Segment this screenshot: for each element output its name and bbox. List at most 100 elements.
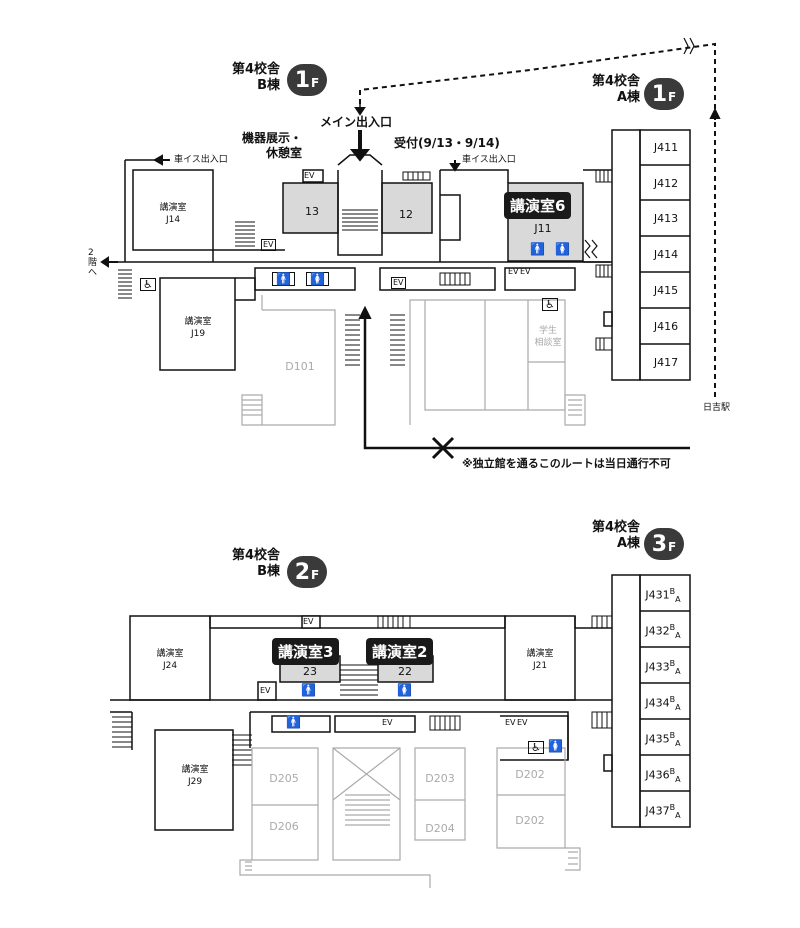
room-suffix-b: B (669, 731, 676, 740)
room-suffix-a: A (675, 810, 681, 820)
room-suffix-a: A (675, 738, 681, 748)
route-closed-notice: ※独立館を通るこのルートは当日通行不可 (462, 457, 671, 470)
room-number: J436 (645, 768, 670, 782)
restroom-icon: 🚺 (397, 683, 412, 697)
room-j11: J11 (534, 222, 552, 235)
room-j411: J411 (653, 141, 679, 154)
a-building-label-1: 第4校舎 (591, 520, 640, 535)
a-building-3f-name: 第4校舎 A棟 (572, 520, 640, 552)
main-entrance-label: メイン出入口 (320, 115, 393, 129)
b-building-label-1: 第4校舎 (231, 62, 280, 77)
a-building-label-1: 第4校舎 (591, 74, 640, 89)
room-j433: J433BA (645, 659, 681, 676)
room-suffix-b: B (669, 767, 676, 776)
b-building-label-1: 第4校舎 (231, 548, 280, 563)
student-room-label-2: 相談室 (534, 338, 562, 348)
room-22: 22 (398, 665, 412, 678)
ev-label: EV (508, 267, 519, 276)
room-j24: 講演室 J24 (140, 648, 200, 672)
restroom-icon: 🚹 (272, 272, 295, 286)
room-d204: D204 (425, 822, 455, 835)
room-number: J14 (165, 215, 181, 225)
room-number: J433 (645, 660, 670, 674)
room-type: 講演室 (526, 649, 554, 659)
ev-label: EV (261, 239, 276, 251)
restroom-icon: 🚹 (530, 242, 545, 256)
room-13: 13 (305, 205, 319, 218)
room-d202-lower: D202 (515, 814, 545, 827)
room-j412: J412 (653, 177, 679, 190)
lecture-room-3-highlight: 講演室3 (272, 638, 340, 665)
accessible-restroom-icon: ♿ (140, 278, 156, 291)
student-counseling-room: 学生相談室 (528, 325, 568, 349)
room-j434: J434BA (645, 695, 681, 712)
room-j416: J416 (653, 320, 679, 333)
room-type: 講演室 (159, 203, 187, 213)
room-j437: J437BA (645, 803, 681, 820)
room-j415: J415 (653, 284, 679, 297)
room-suffix-a: A (675, 666, 681, 676)
accessible-restroom-icon: ♿ (542, 298, 558, 311)
floor-badge-number: 3 (651, 531, 668, 557)
wheelchair-entrance-right-label: 車イス出入口 (462, 155, 516, 165)
floor-badge-number: 1 (294, 67, 311, 93)
room-suffix-a: A (675, 774, 681, 784)
room-number: J21 (532, 661, 548, 671)
room-number: J19 (190, 329, 206, 339)
hiyoshi-station-label: 日吉駅 (703, 403, 731, 413)
student-room-label-1: 学生 (538, 326, 557, 336)
b-building-1f-name: 第4校舎 B棟 (212, 62, 280, 94)
room-d205: D205 (269, 772, 299, 785)
room-suffix-a: A (675, 630, 681, 640)
floor-badge-suffix: F (668, 90, 677, 104)
room-j436: J436BA (645, 767, 681, 784)
ev-label: EV (505, 718, 516, 727)
room-suffix-b: B (669, 695, 676, 704)
stairs-to-2f-label: 2階へ (88, 248, 98, 278)
room-d202-upper: D202 (515, 768, 545, 781)
room-23: 23 (303, 665, 317, 678)
restroom-icon: 🚺 (306, 272, 329, 286)
b-building-label-2: B棟 (257, 78, 280, 93)
room-type: 講演室 (181, 765, 209, 775)
room-suffix-b: B (669, 803, 676, 812)
restroom-icon: 🚺 (548, 739, 563, 753)
accessible-restroom-icon: ♿ (528, 741, 544, 754)
room-number: J24 (162, 661, 178, 671)
room-d206: D206 (269, 820, 299, 833)
exhibit-label-1: 機器展示・ (241, 131, 302, 145)
exhibit-label-2: 休憩室 (265, 146, 302, 160)
room-j413: J413 (653, 212, 679, 225)
room-number: J437 (645, 804, 670, 818)
ev-label: EV (520, 267, 531, 276)
exhibit-room-label: 機器展示・ 休憩室 (228, 131, 302, 161)
room-j435: J435BA (645, 731, 681, 748)
room-type: 講演室 (184, 317, 212, 327)
floor-badge-number: 1 (651, 81, 668, 107)
restroom-icon: 🚹 (301, 683, 316, 697)
room-number: J431 (645, 588, 670, 602)
room-number: J435 (645, 732, 670, 746)
room-j21: 講演室 J21 (510, 648, 570, 672)
ev-label: EV (303, 617, 314, 626)
ev-label: EV (391, 277, 406, 289)
room-number: J434 (645, 696, 670, 710)
ev-label: EV (517, 718, 528, 727)
room-j432: J432BA (645, 623, 681, 640)
room-j417: J417 (653, 356, 679, 369)
room-d101: D101 (285, 360, 315, 373)
room-d203: D203 (425, 772, 455, 785)
room-suffix-b: B (669, 659, 676, 668)
ev-label: EV (260, 686, 271, 695)
room-type: 講演室 (156, 649, 184, 659)
floor-badge-number: 2 (294, 559, 311, 585)
ev-label: EV (304, 171, 315, 180)
room-j14: 講演室 J14 (143, 202, 203, 226)
room-j414: J414 (653, 248, 679, 261)
room-suffix-a: A (675, 594, 681, 604)
lecture-room-6-highlight: 講演室6 (504, 192, 572, 219)
